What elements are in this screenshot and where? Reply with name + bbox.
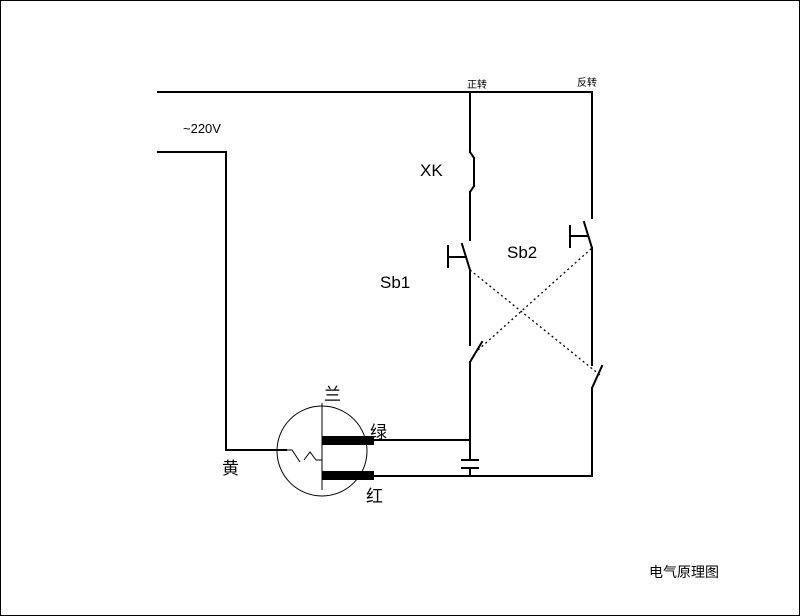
button-sb2-label: Sb2 — [507, 243, 537, 262]
capacitor — [461, 459, 479, 469]
limit-switch-label: XK — [420, 161, 443, 180]
interlock-link-1 — [469, 269, 601, 376]
reverse-label: 反转 — [577, 76, 597, 89]
supply-wires — [157, 91, 593, 451]
red-lead-label: 红 — [366, 487, 383, 507]
button-sb2-actuator — [569, 225, 589, 248]
red-terminal — [322, 471, 374, 480]
interlock-link-2 — [477, 247, 593, 351]
forward-interlock-contact — [468, 340, 484, 364]
forward-label: 正转 — [467, 78, 487, 91]
yellow-lead-label: 黄 — [222, 459, 239, 479]
motor — [276, 403, 374, 497]
blue-lead-label: 兰 — [324, 385, 341, 405]
yellow-supply-wire — [157, 151, 287, 451]
thermal-switch-element — [303, 451, 322, 461]
green-terminal — [322, 436, 374, 445]
forward-branch — [447, 91, 484, 441]
supply-voltage-label: ~220V — [183, 121, 221, 136]
green-lead-label: 绿 — [370, 423, 387, 443]
reverse-interlock-contact — [590, 364, 604, 390]
button-sb1-actuator — [447, 245, 467, 268]
reverse-branch — [569, 91, 604, 477]
thermal-switch-contact — [286, 449, 301, 463]
diagram-caption: 电气原理图 — [649, 565, 719, 581]
button-sb1-label: Sb1 — [380, 273, 410, 292]
